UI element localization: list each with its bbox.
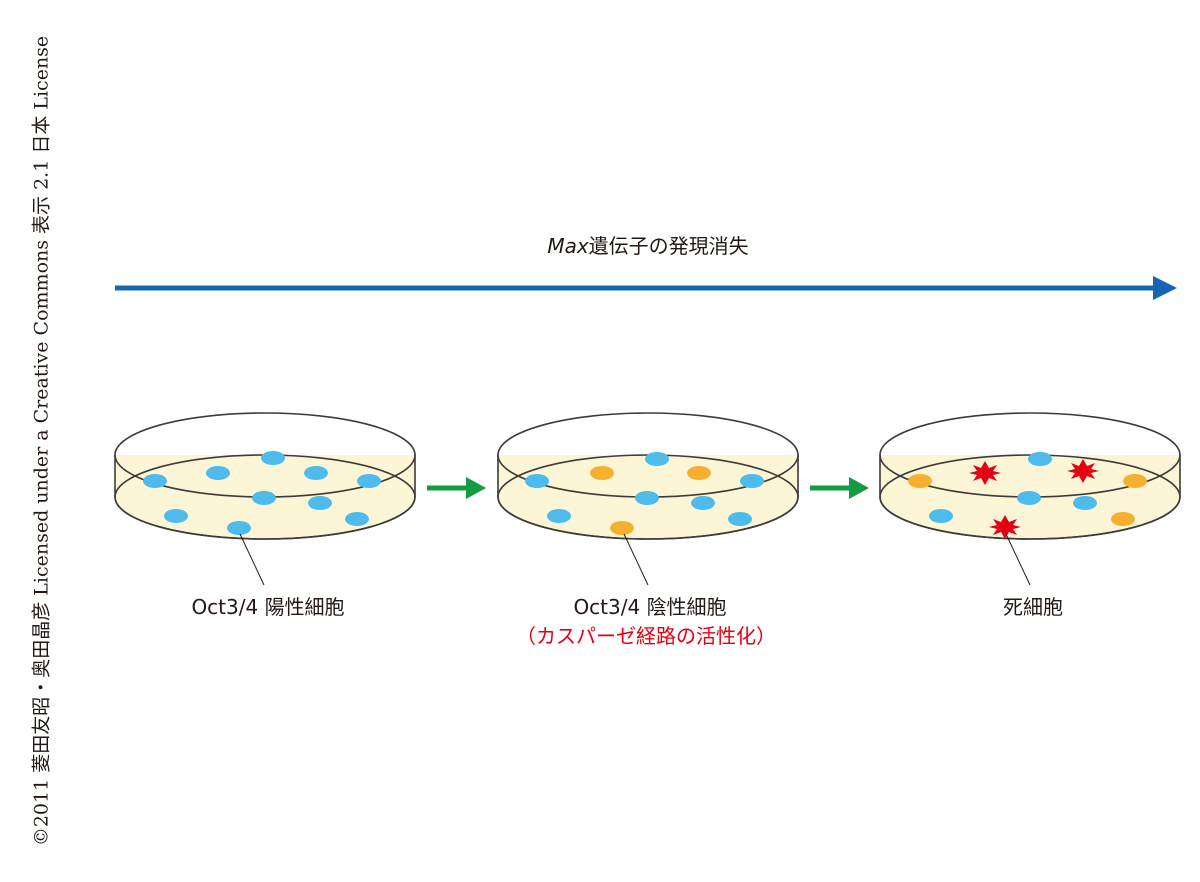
negative-cell [1123,474,1147,488]
dish-label-positive: Oct3/4 陽性細胞 [191,595,344,619]
negative-cell [610,521,634,535]
positive-cell [740,474,764,488]
positive-cell [547,509,571,523]
positive-cell [357,474,381,488]
positive-cell [308,496,332,510]
positive-cell [261,451,285,465]
positive-cell [728,512,752,526]
negative-cell [908,474,932,488]
positive-cell [929,509,953,523]
timeline-arrow [115,276,1177,300]
positive-cell [345,512,369,526]
negative-cell [1111,512,1135,526]
positive-cell [304,466,328,480]
positive-cell [164,509,188,523]
positive-cell [206,466,230,480]
leader-line [1005,533,1031,586]
negative-cell [687,466,711,480]
leader-line [239,533,265,586]
positive-cell [1017,491,1041,505]
petri-dish-negative [497,412,799,540]
leader-line [623,533,649,586]
positive-cell [227,521,251,535]
positive-cell [645,452,669,466]
positive-cell [691,496,715,510]
dish-sublabel-negative: （カスパーゼ経路の活性化） [516,624,776,648]
timeline-label: Max遺伝子の発現消失 [547,234,748,258]
positive-cell [252,491,276,505]
positive-cell [635,491,659,505]
positive-cell [525,474,549,488]
positive-cell [1028,452,1052,466]
dish-label-negative: Oct3/4 陰性細胞 [573,595,726,619]
positive-cell [1073,496,1097,510]
petri-dish-dead [879,412,1181,540]
negative-cell [590,466,614,480]
timeline-label-text: 遺伝子の発現消失 [589,234,749,258]
step-arrow [427,477,486,499]
dish-label-dead: 死細胞 [1003,595,1063,619]
step-arrow [810,477,869,499]
timeline-label-gene: Max [547,234,589,258]
petri-dish-positive [114,412,416,540]
positive-cell [143,474,167,488]
